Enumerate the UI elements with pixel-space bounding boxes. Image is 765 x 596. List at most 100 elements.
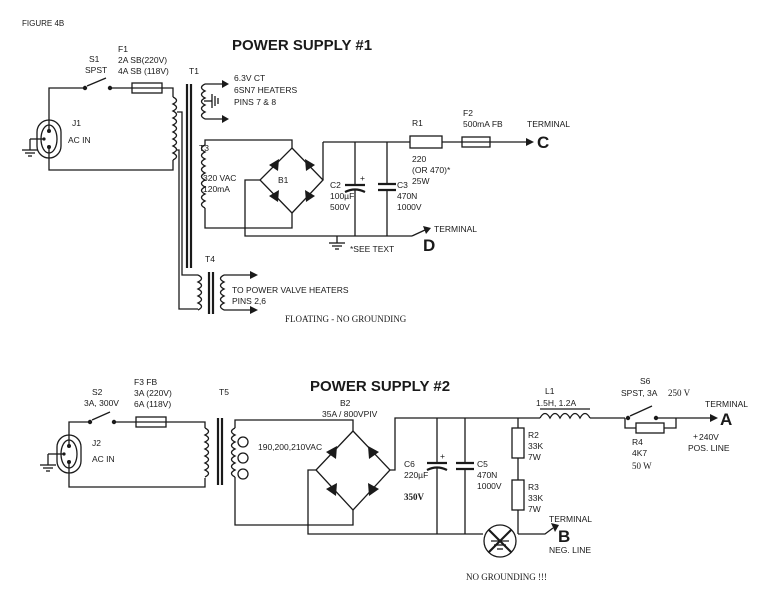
t4-transformer: T4 TO POWER VALVE HEATERS PINS 2,6 bbox=[196, 254, 349, 314]
psu1-title: POWER SUPPLY #1 bbox=[232, 37, 372, 54]
psu2-positive-rail bbox=[390, 417, 520, 471]
b1-diode-3 bbox=[269, 190, 279, 202]
f2-fuse: F2 500mA FB bbox=[461, 108, 503, 148]
j2-ac-inlet: J2 AC IN bbox=[40, 434, 115, 474]
r1-value: 220 bbox=[412, 154, 426, 164]
c5-voltage: 1000V bbox=[477, 481, 502, 491]
r4-power: 50 W bbox=[632, 461, 652, 471]
s1-switch: S1 SPST bbox=[82, 54, 113, 91]
r4-left-lead bbox=[624, 418, 636, 429]
t5-transformer: T5 190,200,210VAC bbox=[203, 387, 322, 485]
terminal-d: TERMINAL D bbox=[411, 224, 477, 255]
b2-diamond bbox=[315, 430, 391, 511]
l1-ref: L1 bbox=[545, 386, 555, 396]
t3-winding bbox=[200, 144, 207, 209]
heater-pins: PINS 7 & 8 bbox=[234, 97, 276, 107]
j1-ref: J1 bbox=[72, 118, 81, 128]
t5-tap-210 bbox=[237, 468, 249, 480]
j2-pin-earth bbox=[62, 452, 66, 456]
j1-pin-earth bbox=[42, 137, 46, 141]
f3-rating-118: 6A (118V) bbox=[134, 399, 171, 409]
c6-capacitor: + C6 220µF 350V bbox=[404, 418, 448, 534]
heater-arrow-bottom bbox=[222, 115, 229, 123]
j2-label: AC IN bbox=[92, 454, 115, 464]
l1-choke: L1 1.5H, 1.2A bbox=[536, 386, 591, 420]
terminal-b-word: TERMINAL bbox=[549, 514, 592, 524]
c2-plate-bottom bbox=[344, 188, 366, 193]
b2-diode-3 bbox=[326, 483, 337, 496]
s6-switch: S6 SPST, 3A 250 V bbox=[621, 376, 691, 421]
terminal-a-plus: + bbox=[693, 431, 698, 441]
c3-capacitance: 470N bbox=[397, 191, 417, 201]
b1-ref: B1 bbox=[278, 175, 289, 185]
terminal-d-arrow bbox=[423, 226, 431, 234]
heater-target: 6SN7 HEATERS bbox=[234, 85, 297, 95]
s6-voltage: 250 V bbox=[668, 388, 691, 398]
r2-power: 7W bbox=[528, 452, 541, 462]
b1-diode-4 bbox=[305, 190, 315, 202]
c6-voltage: 350V bbox=[404, 492, 425, 502]
t1-primary-winding bbox=[171, 96, 178, 161]
t4-primary-feed-neutral bbox=[177, 149, 198, 310]
terminal-c-letter: C bbox=[537, 133, 549, 152]
terminal-b: TERMINAL B NEG. LINE bbox=[518, 514, 592, 555]
s1-lever bbox=[86, 77, 107, 87]
f1-rating-118: 4A SB (118V) bbox=[118, 66, 169, 76]
terminal-b-arrow bbox=[551, 523, 559, 532]
s1-ref: S1 bbox=[89, 54, 100, 64]
r1-power: 25W bbox=[412, 176, 429, 186]
r2-body bbox=[511, 427, 525, 459]
c6-capacitance: 220µF bbox=[404, 470, 428, 480]
b1-diamond bbox=[259, 147, 324, 214]
r3-ref: R3 bbox=[528, 482, 539, 492]
s6-contact-a bbox=[625, 415, 631, 421]
f3-ref: F3 FB bbox=[134, 377, 157, 387]
t3-current: 120mA bbox=[203, 184, 230, 194]
r3-body bbox=[511, 479, 525, 511]
b2-diode-1 bbox=[326, 446, 337, 459]
s2-rating: 3A, 300V bbox=[84, 398, 119, 408]
psu2-title: POWER SUPPLY #2 bbox=[310, 378, 450, 395]
terminal-a-arrow bbox=[710, 414, 718, 422]
t4-primary bbox=[196, 274, 203, 311]
f3-fuse: F3 FB 3A (220V) 6A (118V) bbox=[134, 377, 172, 428]
f1-ref: F1 bbox=[118, 44, 128, 54]
t1-heater-secondary: 6.3V CT 6SN7 HEATERS PINS 7 & 8 bbox=[200, 73, 297, 123]
terminal-d-letter: D bbox=[423, 236, 435, 255]
no-ground-note: NO GROUNDING !!! bbox=[466, 572, 547, 582]
psu1-negative-rail bbox=[244, 179, 412, 237]
j1-neutral-wire bbox=[48, 147, 174, 171]
b2-ref: B2 bbox=[340, 398, 351, 408]
t3-ref: T3 bbox=[199, 143, 209, 153]
t5-secondary bbox=[230, 427, 237, 478]
t5-primary bbox=[203, 427, 210, 478]
crossed-ground-circle bbox=[483, 524, 517, 558]
b2-bridge-rectifier: B2 35A / 800VPIV bbox=[315, 398, 391, 511]
f1-to-primary-wire bbox=[162, 87, 174, 97]
r3-value: 33K bbox=[528, 493, 543, 503]
j1-live-wire bbox=[48, 87, 85, 131]
terminal-b-desc: NEG. LINE bbox=[549, 545, 591, 555]
t5-top-lead bbox=[234, 419, 354, 431]
t3-hv-secondary: T3 320 VAC 120mA bbox=[199, 143, 236, 209]
t1-ref: T1 bbox=[189, 66, 199, 76]
c5-capacitance: 470N bbox=[477, 470, 497, 480]
heater-winding bbox=[200, 83, 207, 120]
b1-diode-1 bbox=[269, 159, 279, 171]
t5-secondary-voltage: 190,200,210VAC bbox=[258, 442, 322, 452]
t4-ref: T4 bbox=[205, 254, 215, 264]
l1-rating: 1.5H, 1.2A bbox=[536, 398, 576, 408]
r2-resistor: R2 33K 7W bbox=[511, 418, 543, 462]
r4-resistor: R4 4K7 50 W bbox=[632, 422, 665, 471]
c2-capacitance: 100µF bbox=[330, 191, 354, 201]
see-text-note: *SEE TEXT bbox=[350, 244, 394, 254]
terminal-b-wire bbox=[518, 527, 554, 535]
b2-rating: 35A / 800VPIV bbox=[322, 409, 378, 419]
t3-top-lead bbox=[204, 139, 293, 148]
terminal-c-arrow bbox=[526, 138, 534, 146]
f1-fuse: F1 2A SB(220V) 4A SB (118V) bbox=[118, 44, 169, 94]
c5-capacitor: C5 470N 1000V bbox=[456, 418, 502, 534]
j1-label: AC IN bbox=[68, 135, 91, 145]
b2-diode-2 bbox=[368, 446, 379, 459]
r2-ref: R2 bbox=[528, 430, 539, 440]
